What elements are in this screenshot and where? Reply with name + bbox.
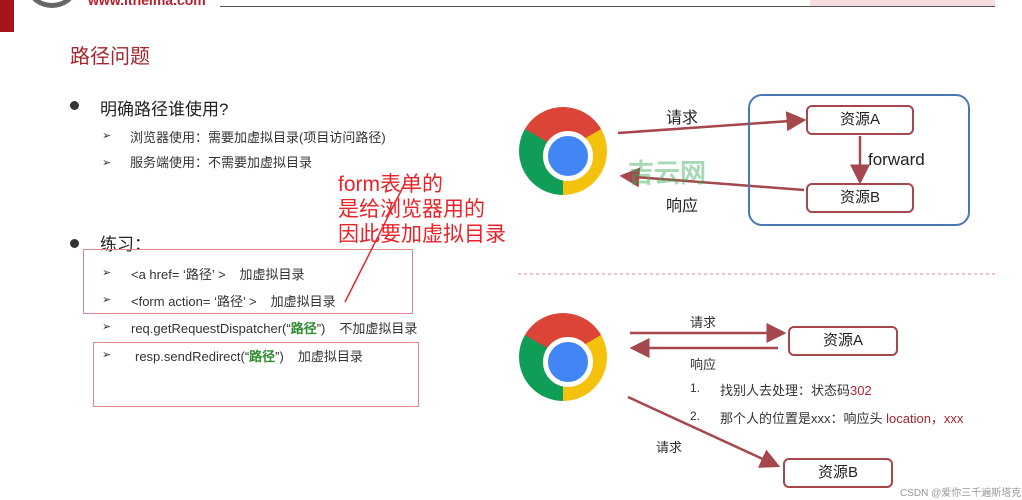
server-frame bbox=[748, 94, 970, 226]
practice-note: 加虚拟目录 bbox=[270, 294, 336, 309]
annotation-line: 因此要加虚拟目录 bbox=[338, 223, 506, 246]
resource-a-box: 资源A bbox=[806, 105, 914, 135]
annotation-slash bbox=[344, 182, 406, 303]
practice-row: resp.sendRedirect(“路径”) 加虚拟目录 bbox=[135, 346, 363, 365]
step-number: 1. bbox=[690, 381, 701, 395]
arrow-bullet-icon: ➢ bbox=[102, 321, 112, 333]
chrome-browser-icon bbox=[519, 107, 607, 195]
response-arrow bbox=[619, 167, 805, 192]
header-rule bbox=[220, 6, 995, 7]
step-text: 那个人的位置是xxx：响应头 location，xxx bbox=[720, 411, 964, 426]
arrow-bullet-icon: ➢ bbox=[102, 267, 112, 279]
response-label: 响应 bbox=[666, 198, 699, 215]
page-title: 路径问题 bbox=[70, 46, 150, 68]
sub-item: 服务端使用：不需要加虚拟目录 bbox=[130, 155, 313, 170]
bullet-dot bbox=[70, 101, 79, 110]
arrow-bullet-icon: ➢ bbox=[102, 349, 112, 361]
practice-note: 加虚拟目录 bbox=[239, 267, 305, 282]
practice-code: req.getRequestDispatcher(“路径”) bbox=[131, 321, 326, 336]
step-number: 2. bbox=[690, 409, 701, 423]
arrow-bullet-icon: ➢ bbox=[102, 157, 112, 169]
resource-b-box: 资源B bbox=[783, 458, 893, 488]
request-label: 请求 bbox=[690, 315, 717, 330]
side-accent-bar bbox=[0, 0, 14, 32]
credit: CSDN @爱你三千遍斯塔克 bbox=[900, 488, 1022, 499]
bullet-dot bbox=[70, 239, 79, 248]
request-arrow bbox=[617, 111, 807, 135]
highlight-box bbox=[93, 342, 419, 407]
chrome-browser-icon bbox=[519, 313, 607, 401]
watermark: 吉云网 bbox=[628, 158, 707, 188]
practice-row: <form action= ‘路径’ > 加虚拟目录 bbox=[131, 291, 336, 310]
forward-label: forward bbox=[868, 150, 925, 169]
practice-code: <form action= ‘路径’ > bbox=[131, 294, 257, 309]
practice-row: req.getRequestDispatcher(“路径”) 不加虚拟目录 bbox=[131, 318, 417, 337]
practice-note: 加虚拟目录 bbox=[297, 349, 363, 364]
practice-row: <a href= ‘路径’ > 加虚拟目录 bbox=[131, 264, 305, 283]
logo-url: www.itheima.com bbox=[88, 0, 206, 8]
annotation-line: 是给浏览器用的 bbox=[338, 198, 485, 221]
sub-item: 浏览器使用：需要加虚拟目录(项目访问路径) bbox=[130, 130, 386, 145]
highlight-box bbox=[83, 249, 413, 314]
handwritten-annotation: form表单的 是给浏览器用的 因此要加虚拟目录 bbox=[338, 172, 506, 247]
redirect-arrow bbox=[627, 395, 781, 468]
practice-note: 不加虚拟目录 bbox=[339, 321, 418, 336]
request-label: 请求 bbox=[656, 440, 683, 455]
request-label: 请求 bbox=[666, 110, 699, 127]
resource-a-box: 资源A bbox=[788, 326, 898, 356]
resource-b-box: 资源B bbox=[806, 183, 914, 213]
arrow-bullet-icon: ➢ bbox=[102, 130, 112, 142]
annotation-line: form表单的 bbox=[338, 173, 443, 196]
step-text: 找别人去处理：状态码302 bbox=[720, 383, 872, 398]
response-label: 响应 bbox=[690, 357, 717, 372]
bullet-heading: 明确路径谁使用? bbox=[100, 100, 229, 119]
header-rule-accent bbox=[810, 0, 995, 6]
practice-code: resp.sendRedirect(“路径”) bbox=[135, 349, 284, 364]
arrow-bullet-icon: ➢ bbox=[102, 294, 112, 306]
practice-code: <a href= ‘路径’ > bbox=[131, 267, 226, 282]
